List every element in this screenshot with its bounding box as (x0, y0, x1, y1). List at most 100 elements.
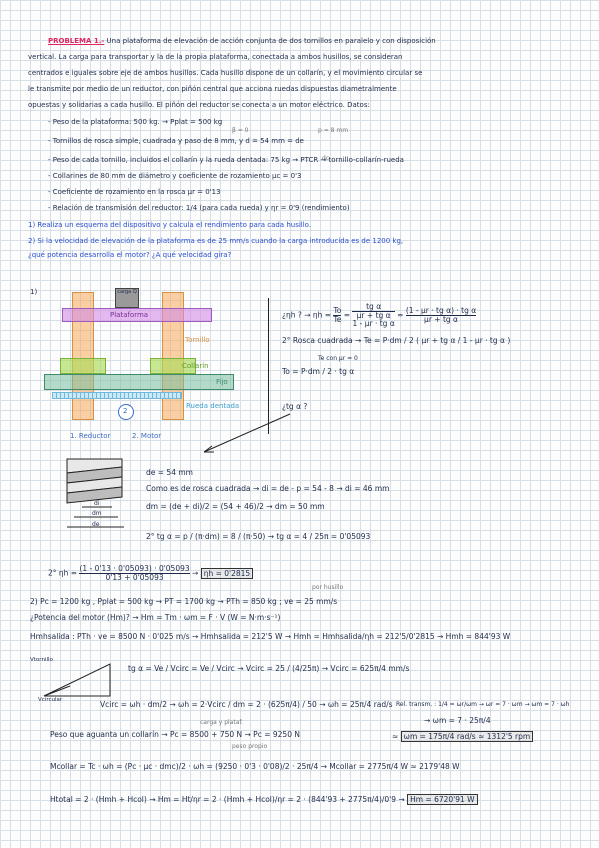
eta-question: ¿ηh ? (282, 310, 302, 320)
rueda-label: Rueda dentada (186, 402, 240, 410)
eq-sign: = (343, 310, 351, 320)
te-mu0: Te con μr = 0 (318, 355, 358, 362)
rueda-bar (52, 392, 182, 399)
geom-dm: dm = (de + di)/2 = (54 + 46)/2 → dm = 50… (146, 502, 325, 511)
annotation-pitch: p = 8 mm (318, 127, 349, 134)
data-item-2: - Peso de cada tornillo, incluidos el co… (48, 156, 404, 164)
fijo-label: Fijo (216, 378, 228, 386)
motor-label: 2. Motor (132, 432, 162, 440)
data-item-5: - Relación de transmisión del reductor: … (48, 204, 350, 212)
part2-line2: ¿Potencia del motor (Hm)? → Hm = Tm · ωm… (30, 613, 281, 622)
frac2-den: μr + tg α (424, 315, 458, 324)
tri-vtornillo: Vtornillo (30, 657, 53, 663)
lift-diagram: carga Q Plataforma Tornillo Collarín Fij… (40, 280, 250, 450)
diagram-label: 1) (30, 288, 38, 296)
data-item-1: - Tornillos de rosca simple, cuadrada y … (48, 137, 304, 145)
peso-note: carga y plataf. (200, 719, 243, 726)
pinion-label: 2 (123, 407, 128, 415)
fijo-bar (44, 374, 234, 390)
part2-htotal-line: Htotal = 2 · (Hmh + Hcol) → Hm = Ht/ηr =… (50, 794, 478, 805)
part2-wm1: → ωm = 7 · 25π/4 (424, 716, 491, 725)
statement-line4: le transmite por medio de un reductor, c… (28, 85, 397, 93)
te-paren: ( μr + tg α / 1 - μr · tg α ) (416, 336, 511, 345)
data-item-4: - Coeficiente de rozamiento en la rosca … (48, 188, 221, 196)
part2-line1: 2) Pc = 1200 kg , Pplat = 500 kg → PT = … (30, 597, 338, 606)
reductor-label: 1. Reductor (70, 432, 111, 440)
statement-line2: vertical. La carga para transportar y la… (28, 53, 403, 61)
tornillo-label: Tornillo (185, 336, 210, 344)
data-item-0-text: Peso de la plataforma: 500 kg. → Pplat =… (52, 118, 223, 126)
question-2b: ¿qué potencia desarrolla el motor? ¿A qu… (28, 251, 232, 259)
statement-line3: centrados e iguales sobre eje de ambos h… (28, 69, 423, 77)
arrow-to-geometry (203, 413, 291, 453)
thread-sketch (66, 458, 124, 528)
peso-propio-note: peso propio (232, 743, 268, 750)
part2-line3: Hmhsalida : PTh · ve = 8500 N · 0'025 m/… (30, 632, 511, 641)
geom-cuadrada: Como es de rosca cuadrada → di = de - p … (146, 484, 390, 493)
plataforma-bar (62, 308, 212, 322)
collarin-label: Collarín (182, 362, 209, 370)
data-item-4-text: Coeficiente de rozamiento en la rosca μr… (52, 188, 221, 196)
pinion-circle (118, 404, 134, 420)
frac1-den-top: μr + tg α (356, 311, 391, 320)
data-item-3: - Collarines de 80 mm de diámetro y coef… (48, 172, 302, 180)
rosca-text: 2° Rosca cuadrada (282, 336, 353, 345)
problem-title: PROBLEMA 1.- (48, 37, 105, 45)
frac2-num: (1 - μr · tg α) · tg α (405, 306, 477, 316)
te-label: Te = (363, 336, 381, 345)
annotation-beta: β = 0 (232, 127, 249, 134)
question-2a: 2) Si la velocidad de elevación de la pl… (28, 237, 404, 245)
plataforma-label: Plataforma (110, 311, 149, 319)
problem-statement-line1: PROBLEMA 1.- Una plataforma de elevación… (48, 37, 436, 46)
part2-tga-vel: tg α = Ve / Vcirc = Ve / Vcirc → Vcirc =… (128, 664, 410, 673)
de-label: de (92, 521, 100, 528)
frac1-den-bot: 1 - μr · tg α (352, 319, 395, 328)
divider-line (268, 298, 269, 434)
wm-box: ωm = 175π/4 rad/s ≈ 1312'5 rpm (400, 731, 534, 742)
te-frac: P·dm / 2 (382, 336, 414, 345)
geom-tga: 2° tg α = p / (π·dm) = 8 / (π·50) → tg α… (146, 532, 371, 541)
part2-wm-box-wrap: ≈ ωm = 175π/4 rad/s ≈ 1312'5 rpm (392, 731, 534, 742)
part2-mcollar: Mcollar = Tc · ωh = (Pc · μc · dmc)/2 · … (50, 762, 460, 771)
frac1-num: tg α (352, 303, 395, 312)
tri-vcircular: Vcircular (38, 697, 63, 703)
di-label: di (94, 500, 100, 507)
eta-prefix: 2° ηh = (48, 568, 78, 578)
annotation-dc: dc (322, 155, 330, 162)
hm-box: Hm = 6720'91 W (407, 794, 478, 805)
part2-peso: Peso que aguanta un collarín → Pc = 8500… (50, 730, 300, 739)
data-item-1-text: Tornillos de rosca simple, cuadrada y pa… (52, 137, 304, 145)
eta-den: 0'13 + 0'05093 (105, 573, 164, 582)
velocity-triangle (43, 663, 111, 697)
to-expr: P·dm / 2 · tg α (300, 367, 355, 376)
part2-relacion: Rel. transm. : 1/4 = ωr/ωm → ωr = 7 · ωm… (396, 701, 570, 708)
question-1: 1) Realiza un esquema del dispositivo y … (28, 221, 312, 229)
dm-label: dm (92, 510, 102, 517)
eta-num: (1 - 0'13 · 0'05093) · 0'05093 (79, 564, 190, 574)
te-den: Te (333, 315, 342, 324)
data-item-5-text: Relación de transmisión del reductor: 1/… (52, 204, 350, 212)
eta-result-box: ηh = 0'2815 (200, 567, 254, 579)
carga-box (115, 288, 139, 308)
eta-arrow: → ηh = (304, 310, 332, 320)
to-label: To = (282, 367, 299, 376)
data-item-3-text: Collarines de 80 mm de diámetro y coefic… (52, 172, 302, 180)
rosca-cuadrada: 2° Rosca cuadrada → Te = P·dm / 2 ( μr +… (282, 336, 511, 345)
data-item-0: - Peso de la plataforma: 500 kg. → Pplat… (48, 118, 223, 126)
carga-label: carga Q (117, 289, 137, 295)
geom-de: de = 54 mm (146, 468, 193, 477)
data-item-2-text: Peso de cada tornillo, incluidos el coll… (52, 156, 404, 164)
por-husillo-note: por husillo (312, 584, 344, 591)
part2-htotal: Htotal = 2 · (Hmh + Hcol) → Hm = Ht/ηr =… (50, 795, 405, 804)
statement-line5: opuestas y solidarias a cada husillo. El… (28, 101, 370, 109)
tga-question: ¿tg α ? (282, 402, 308, 411)
to-expression: To = P·dm / 2 · tg α (282, 367, 354, 376)
collarin-left (60, 358, 106, 374)
collarin-right (150, 358, 196, 374)
